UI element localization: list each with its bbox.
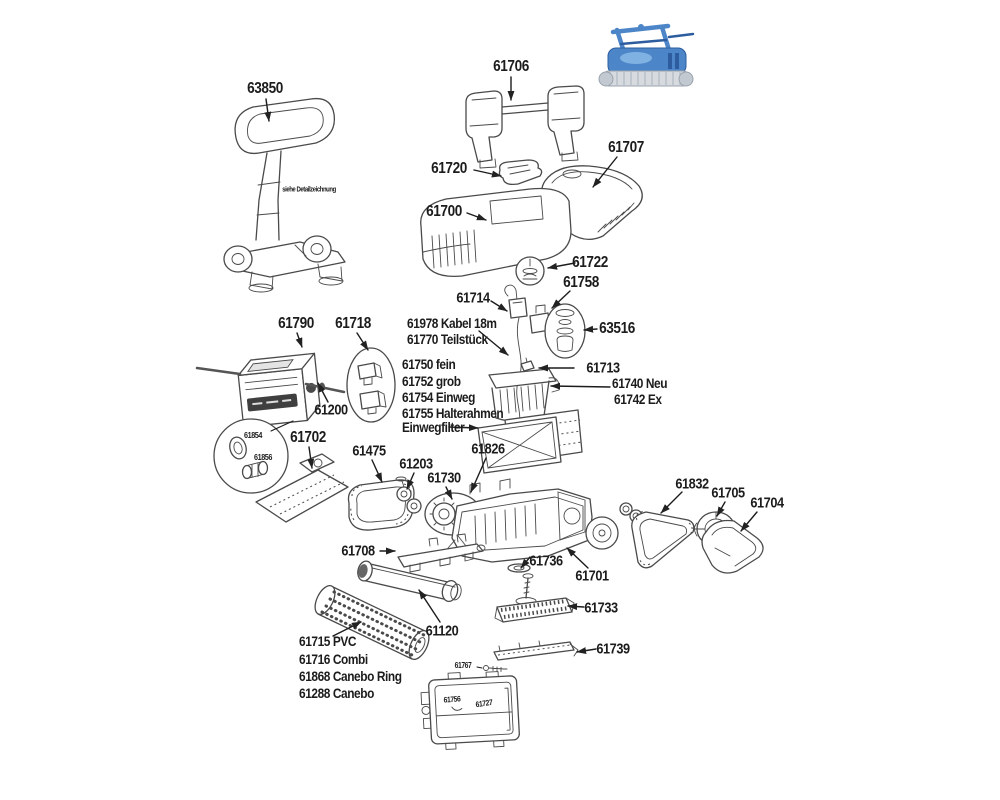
filter-screens-drawing [477, 409, 583, 474]
leader-arrows [264, 76, 758, 669]
part-label-61707: 61707 [608, 139, 644, 156]
part-label-63516: 63516 [599, 320, 635, 337]
clips-ellipse-drawing [346, 347, 396, 423]
part-label-61730: 61730 [427, 469, 461, 487]
impeller-circle-drawing [515, 256, 545, 286]
part-label-61752: 61752 grob [402, 373, 461, 389]
part-label-61978: 61978 Kabel 18m [407, 315, 497, 331]
screw-drawing [483, 665, 508, 672]
handle-drawing [465, 85, 585, 169]
part-label-note: siehe Detailzeichnung [282, 186, 336, 194]
part-label-63850: 63850 [247, 80, 283, 97]
part-label-61720: 61720 [431, 160, 467, 177]
part-label-61701: 61701 [575, 567, 609, 585]
part-label-61716: 61716 Combi [299, 651, 368, 667]
clip-drawing [520, 357, 535, 372]
part-label-61203: 61203 [399, 455, 433, 473]
part-label-61736: 61736 [529, 552, 563, 570]
power-supply-drawing [237, 352, 321, 428]
part-label-einwegfilter: Einwegfilter [402, 419, 465, 435]
part-label-61832: 61832 [675, 475, 709, 493]
part-label-61754: 61754 Einweg [402, 389, 475, 405]
part-label-61856: 61856 [254, 451, 272, 462]
part-label-61120: 61120 [425, 622, 459, 640]
transformer-rod-left [195, 366, 242, 376]
part-label-61475: 61475 [352, 442, 386, 460]
part-label-61740: 61740 Neu [612, 375, 668, 391]
latch-drawing [498, 159, 543, 186]
part-label-61733: 61733 [584, 599, 618, 617]
bottom-plate-drawing [420, 671, 520, 750]
part-label-61758: 61758 [563, 274, 599, 291]
part-label-61708: 61708 [341, 542, 375, 560]
cable-assembly-drawing [504, 284, 551, 429]
chassis-drawing [447, 478, 619, 563]
part-label-61288: 61288 Canebo [299, 685, 374, 701]
part-label-61868: 61868 Canebo Ring [299, 668, 402, 684]
part-label-61706: 61706 [493, 58, 529, 75]
rail-drawing [397, 533, 486, 573]
part-label-61714: 61714 [456, 289, 490, 307]
part-label-61790: 61790 [278, 315, 314, 332]
part-label-61705: 61705 [711, 484, 745, 502]
body-drawing [420, 187, 572, 278]
arm-drawing [701, 519, 764, 574]
roller-circle-drawing [213, 418, 294, 494]
part-label-61700: 61700 [426, 203, 462, 220]
part-label-61750: 61750 fein [402, 356, 456, 372]
caddy-drawing [223, 97, 346, 293]
washer-stack-drawing [544, 303, 586, 359]
part-label-61756: 61756 [443, 694, 461, 705]
part-label-61739: 61739 [596, 640, 630, 658]
part-label-61713: 61713 [586, 359, 620, 377]
part-label-61200: 61200 [314, 401, 348, 419]
part-label-61854: 61854 [244, 429, 262, 440]
belt-61832-drawing [619, 502, 695, 569]
strip-drawing [493, 640, 579, 661]
brush-roller-drawing [314, 584, 430, 661]
part-label-61704: 61704 [750, 494, 784, 512]
part-label-61702: 61702 [290, 429, 326, 446]
brush-61733-drawing [494, 597, 575, 623]
part-label-61826: 61826 [471, 440, 505, 458]
part-label-61742: 61742 Ex [614, 391, 662, 407]
part-label-61722: 61722 [572, 254, 608, 271]
part-label-61770: 61770 Teilstück [407, 331, 488, 347]
part-label-61715: 61715 PVC [299, 633, 357, 649]
part-label-61718: 61718 [335, 315, 371, 332]
part-label-61755: 61755 Halterahmen [402, 405, 504, 421]
part-label-61767: 61767 [454, 661, 472, 670]
roller-61120-drawing [357, 560, 462, 603]
robot-photo [598, 23, 695, 87]
rollers-61203-drawing [395, 476, 422, 514]
